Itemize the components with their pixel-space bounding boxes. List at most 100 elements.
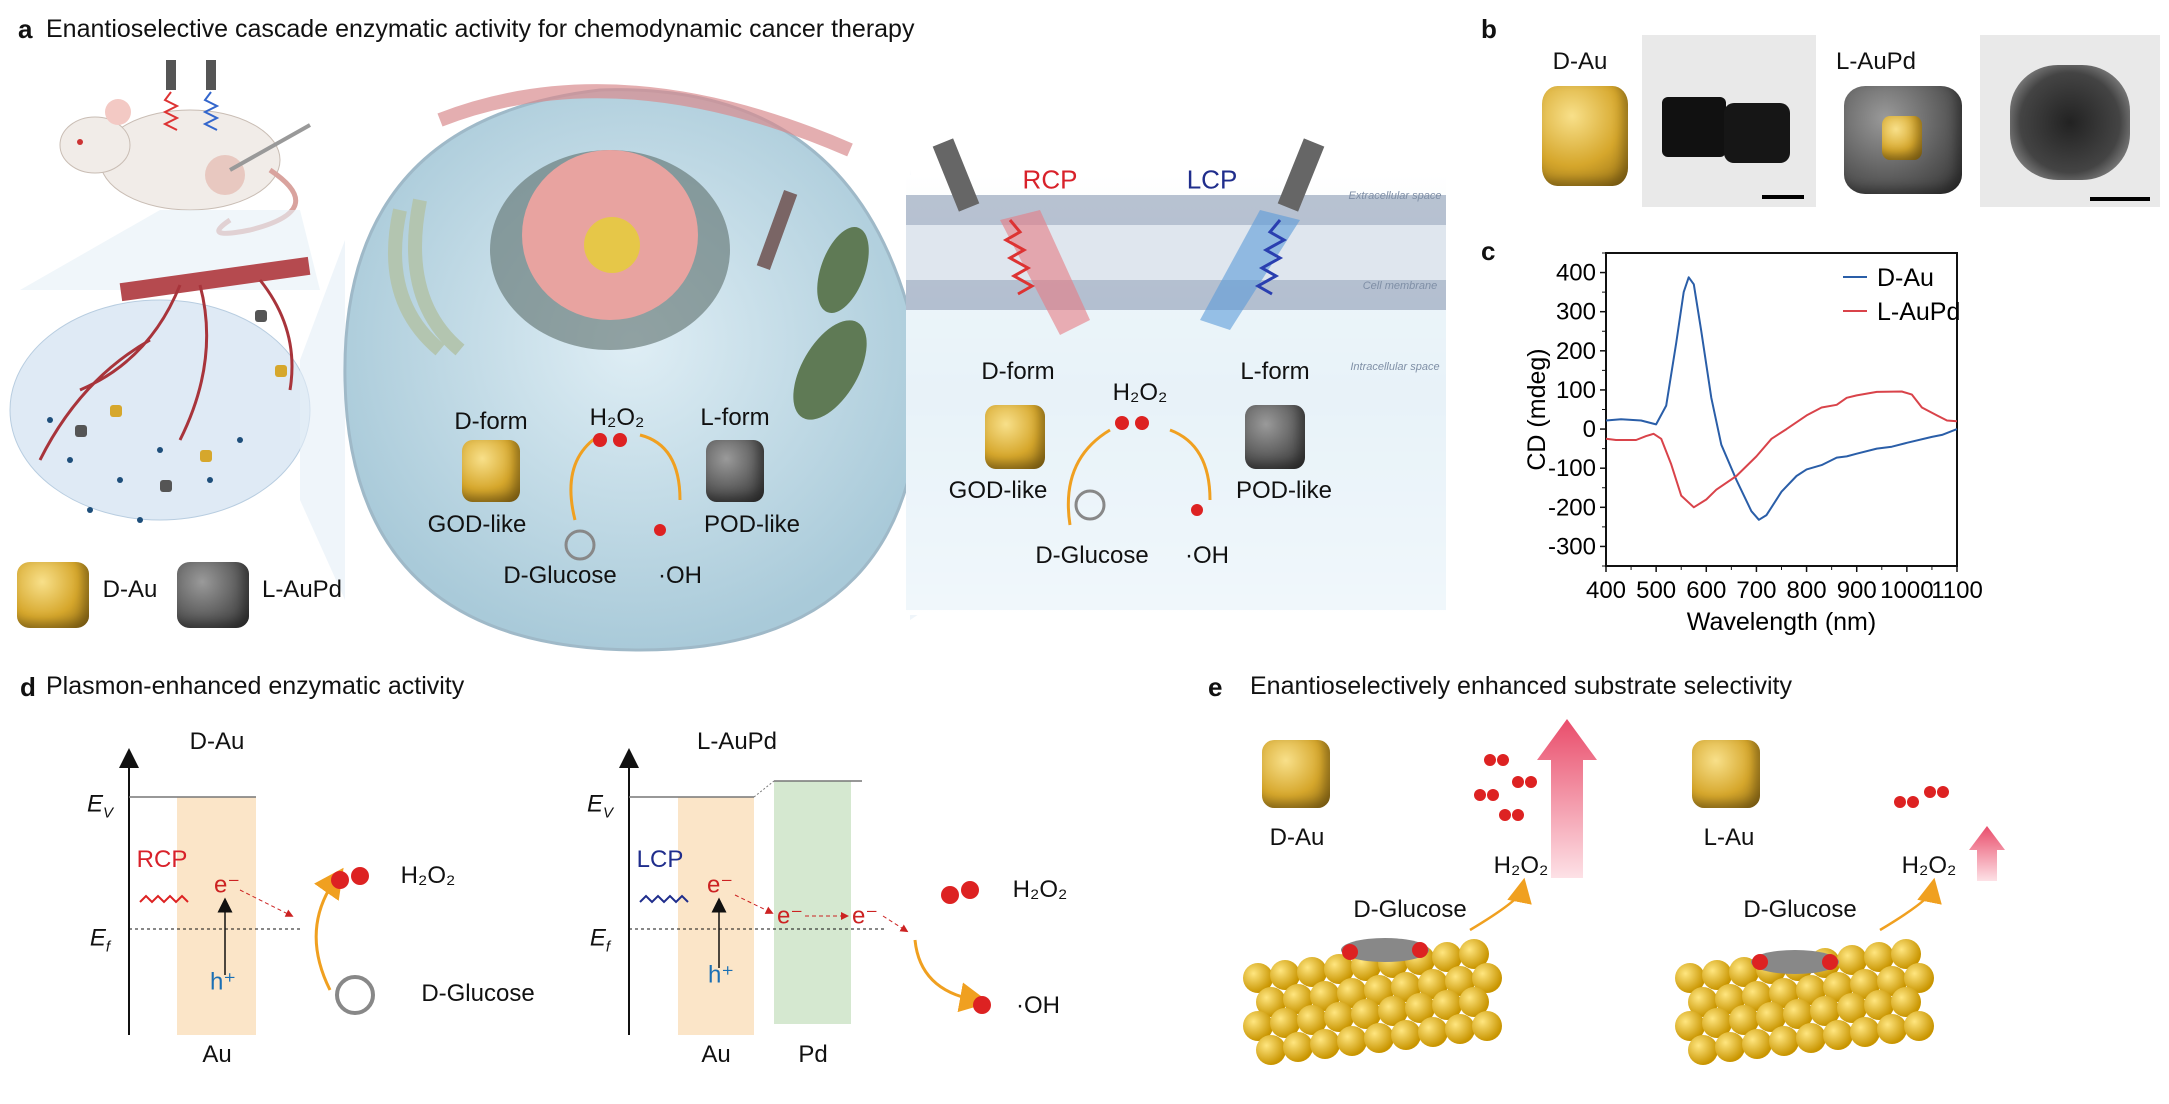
panel-d-letter: d bbox=[20, 672, 36, 702]
gold-atom bbox=[1904, 963, 1934, 993]
gold-atom bbox=[1756, 1002, 1786, 1032]
gold-atom bbox=[1337, 1026, 1367, 1056]
b-l-aupd-label: L-AuPd bbox=[1835, 48, 1917, 75]
y-tick-label: 0 bbox=[1583, 416, 1596, 443]
gold-atom bbox=[1472, 1011, 1502, 1041]
gold-atom bbox=[1688, 1035, 1718, 1065]
gold-atom bbox=[1715, 1032, 1745, 1062]
gold-atom bbox=[1351, 999, 1381, 1029]
gold-atom bbox=[1675, 963, 1705, 993]
gold-atom bbox=[1256, 1035, 1286, 1065]
h2o2-molecules bbox=[1474, 754, 1949, 821]
gold-atom bbox=[1459, 939, 1489, 969]
cell-pod-like: POD-like bbox=[703, 511, 801, 538]
membrane-glucose: D-Glucose bbox=[1035, 542, 1149, 569]
cell-oh: ·OH bbox=[658, 562, 702, 589]
y-tick-label: 400 bbox=[1556, 260, 1596, 287]
d-au-legend-icon bbox=[17, 562, 89, 628]
y-axis-label: CD (mdeg) bbox=[1523, 348, 1551, 470]
membrane-god-like: GOD-like bbox=[948, 477, 1048, 504]
x-tick-label: 500 bbox=[1636, 577, 1676, 604]
ev-label: E bbox=[86, 790, 103, 818]
b-d-au-label: D-Au bbox=[1552, 48, 1608, 75]
membrane-d-form: D-form bbox=[981, 358, 1055, 385]
hole-label: h⁺ bbox=[209, 968, 237, 996]
gold-atom bbox=[1823, 1020, 1853, 1050]
lcp-label: LCP bbox=[636, 846, 684, 873]
scale-bar bbox=[2090, 197, 2150, 201]
panel-b-letter: b bbox=[1481, 14, 1497, 44]
gold-atom bbox=[1742, 1029, 1772, 1059]
e-h2o2-right: H₂O₂ bbox=[1901, 852, 1957, 879]
electron-label-3: e⁻ bbox=[851, 902, 879, 930]
gold-atom bbox=[1243, 963, 1273, 993]
h2o2-label: H₂O₂ bbox=[1012, 876, 1068, 903]
au-label: Au bbox=[202, 1041, 232, 1068]
gold-atom bbox=[1769, 1026, 1799, 1056]
legend-d-au: D-Au bbox=[102, 576, 158, 603]
gold-atom bbox=[1405, 993, 1435, 1023]
membrane-l-form: L-form bbox=[1240, 358, 1310, 385]
legend-label: D-Au bbox=[1877, 264, 1934, 292]
cell-h2o2: H₂O₂ bbox=[589, 404, 645, 431]
cell-glucose: D-Glucose bbox=[503, 562, 617, 589]
rcp-label: RCP bbox=[1022, 164, 1078, 195]
x-tick-label: 1000 bbox=[1880, 577, 1933, 604]
ef-sub: f bbox=[105, 938, 111, 956]
gold-atom bbox=[1891, 987, 1921, 1017]
ev-label: E bbox=[586, 790, 603, 818]
gold-atom bbox=[1310, 1029, 1340, 1059]
cell-god-like: GOD-like bbox=[427, 511, 527, 538]
cell-illustration bbox=[343, 84, 922, 652]
cell-membrane-label: Cell membrane bbox=[1362, 280, 1438, 292]
gold-atom bbox=[1891, 939, 1921, 969]
cascade-arrows bbox=[569, 428, 1212, 526]
electron-label-2: e⁻ bbox=[776, 902, 804, 930]
panel-a-letter: a bbox=[18, 14, 33, 44]
x-tick-label: 1100 bbox=[1931, 577, 1983, 604]
hole-label: h⁺ bbox=[707, 961, 735, 989]
intracellular-label: Intracellular space bbox=[1350, 361, 1440, 373]
e-l-au-label: L-Au bbox=[1703, 824, 1755, 851]
x-tick-label: 600 bbox=[1686, 577, 1726, 604]
x-tick-label: 400 bbox=[1586, 577, 1626, 604]
y-tick-label: 200 bbox=[1556, 338, 1596, 365]
panel-c-letter: c bbox=[1481, 236, 1496, 266]
band-diagrams bbox=[119, 748, 991, 1035]
lcp-label: LCP bbox=[1186, 164, 1238, 195]
l-aupd-cube-icon bbox=[1245, 405, 1305, 469]
x-tick-label: 700 bbox=[1736, 577, 1776, 604]
ef-label: E bbox=[589, 924, 606, 952]
e-h2o2-left: H₂O₂ bbox=[1493, 852, 1549, 879]
gold-atom bbox=[1270, 960, 1300, 990]
panel-d-title: Plasmon-enhanced enzymatic activity bbox=[46, 672, 465, 700]
gold-atom bbox=[1297, 1005, 1327, 1035]
d-au-diagram-title: D-Au bbox=[189, 728, 245, 755]
surface-illustrations bbox=[1243, 719, 2005, 1065]
ef-label: E bbox=[89, 924, 106, 952]
cell-l-form: L-form bbox=[700, 404, 770, 431]
mouse-illustration bbox=[59, 60, 311, 236]
legend-l-aupd: L-AuPd bbox=[261, 576, 343, 603]
panel-a-title: Enantioselective cascade enzymatic activ… bbox=[46, 15, 915, 43]
gold-atom bbox=[1283, 1032, 1313, 1062]
gold-atom bbox=[1729, 1005, 1759, 1035]
glucose-molecules bbox=[1341, 938, 1839, 974]
l-aupd-model-image bbox=[1844, 86, 1962, 194]
gold-atom bbox=[1459, 987, 1489, 1017]
y-tick-label: 300 bbox=[1556, 299, 1596, 326]
gold-atom bbox=[1864, 942, 1894, 972]
panel-e-title: Enantioselectively enhanced substrate se… bbox=[1250, 672, 1792, 700]
gold-atom bbox=[1702, 960, 1732, 990]
e-d-au-label: D-Au bbox=[1269, 824, 1325, 851]
gold-atom bbox=[1391, 1020, 1421, 1050]
ev-sub: V bbox=[103, 804, 114, 822]
l-aupd-cube-icon bbox=[706, 440, 764, 502]
ev-sub: V bbox=[603, 804, 614, 822]
gold-atom bbox=[1877, 1014, 1907, 1044]
gold-atom bbox=[1378, 996, 1408, 1026]
y-tick-label: -200 bbox=[1548, 494, 1596, 521]
series-line-l-aupd bbox=[1605, 390, 1958, 509]
gold-atom bbox=[1850, 1017, 1880, 1047]
